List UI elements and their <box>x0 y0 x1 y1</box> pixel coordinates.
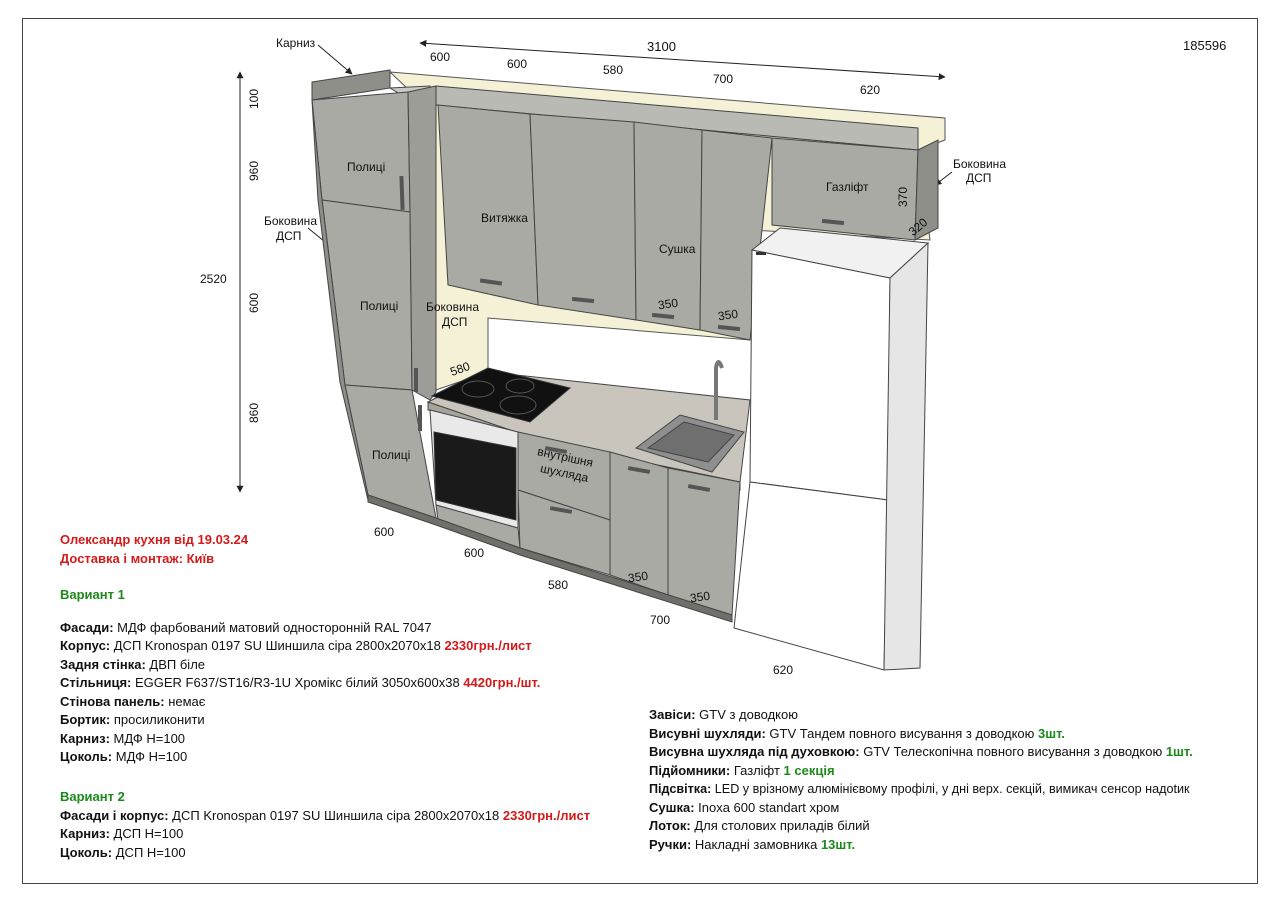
mid-side-panel <box>407 85 437 401</box>
cooktop <box>430 367 572 423</box>
fridge-upper-door <box>749 249 891 501</box>
vert-dim-860: 860 <box>247 402 262 424</box>
hood-door <box>437 104 539 306</box>
right-side-panel <box>914 139 939 241</box>
plinth <box>367 494 733 623</box>
spec-row: Карниз: МДФ H=100 <box>60 730 186 746</box>
variant-1-block: Вариант 1 Фасади: МДФ фарбований матовий… <box>60 586 540 767</box>
variant-2-title: Вариант 2 <box>60 789 125 804</box>
delivery-info: Доставка і монтаж: Київ <box>60 550 215 566</box>
dim-350-upper-2: 350 <box>717 306 739 324</box>
order-title: Олександр кухня від 19.03.24 <box>60 532 249 547</box>
total-height-label: 2520 <box>200 272 227 286</box>
spec-row: Підйомники: Газліфт 1 секція <box>649 762 835 778</box>
bottom-dim-2: 600 <box>464 546 485 560</box>
fridge-side <box>883 241 929 671</box>
spec-row: Ручки: Накладні замовника 13шт. <box>649 836 856 852</box>
total-width-dimension-line <box>419 39 946 81</box>
variant-1-title: Вариант 1 <box>60 587 125 602</box>
right-panel-label-2: ДСП <box>966 171 992 185</box>
dim-370: 370 <box>896 186 911 208</box>
spec-row: Фасади: МДФ фарбований матовий односторо… <box>60 619 432 635</box>
fridge-lower-door <box>733 481 889 671</box>
hardware-block: Завіси: GTV з доводкою Висувні шухляди: … <box>649 706 1193 854</box>
side-panel-label-2: ДСП <box>276 229 302 243</box>
dim-350-lower-2: 350 <box>689 588 711 606</box>
dim-350-upper-1: 350 <box>657 295 679 313</box>
dim-350-lower-1: 350 <box>627 568 649 586</box>
spec-row: Стінова панель: немає <box>60 693 206 709</box>
sheet-number: 185596 <box>1183 38 1227 53</box>
bottom-dim-3: 580 <box>548 578 569 592</box>
top-dim-3: 580 <box>603 63 624 77</box>
hood-label: Витяжка <box>481 211 528 225</box>
spec-row: Бортик: просиликонити <box>60 712 205 727</box>
bottom-dim-4: 700 <box>650 613 671 627</box>
upper-left-door <box>311 91 411 213</box>
bottom-dim-1: 600 <box>374 525 395 539</box>
spec-row: Задня стінка: ДВП біле <box>60 656 206 672</box>
upper-door-2 <box>529 113 637 321</box>
middle-left-door <box>321 199 413 391</box>
variant-2-block: Вариант 2 Фасади і корпус: ДСП Kronospan… <box>60 788 590 862</box>
mid-panel-label-2: ДСП <box>442 315 468 329</box>
top-dim-5: 620 <box>860 83 881 97</box>
spec-row: Підсвітка: LED у врізному алюмінієвому п… <box>649 782 1190 796</box>
spec-row: Карниз: ДСП H=100 <box>60 826 184 841</box>
top-dim-1: 600 <box>430 50 451 64</box>
shelves-label-2: Полиці <box>360 299 399 313</box>
header-block: Олександр кухня від 19.03.24 Доставка і … <box>60 531 248 568</box>
spec-row: Завіси: GTV з доводкою <box>649 707 798 722</box>
spec-row: Висувні шухляди: GTV Тандем повного вису… <box>649 725 1065 741</box>
top-dim-4: 700 <box>713 72 734 86</box>
top-dim-2: 600 <box>507 57 528 71</box>
spec-row: Цоколь: МДФ H=100 <box>60 749 188 764</box>
bottom-dim-5: 620 <box>773 663 794 677</box>
drawing-frame <box>22 18 1258 884</box>
spec-row: Лоток: Для столових приладів білий <box>649 818 870 833</box>
shelves-label-1: Полиці <box>347 160 386 174</box>
cornice-label: Карниз <box>276 36 316 50</box>
vert-dim-960: 960 <box>247 160 262 182</box>
right-panel-label-1: Боковина <box>953 157 1006 171</box>
spec-row: Стільниця: EGGER F637/ST16/R3-1U Хромікс… <box>60 675 541 690</box>
faucet <box>714 360 724 420</box>
spec-row: Сушка: Inoxa 600 standart хром <box>649 799 840 815</box>
shelves-label-3: Полиці <box>372 448 411 462</box>
gaslift-label: Газліфт <box>826 180 869 194</box>
vert-dim-600: 600 <box>247 292 262 314</box>
cornice-leader <box>317 44 353 75</box>
total-width-label: 3100 <box>647 39 676 54</box>
spec-row: Фасади і корпус: ДСП Kronospan 0197 SU Ш… <box>60 807 591 823</box>
spec-row: Висувна шухляда під духовкою: GTV Телеск… <box>649 744 1193 759</box>
vert-dim-100: 100 <box>247 88 262 110</box>
spec-row: Цоколь: ДСП H=100 <box>60 844 186 860</box>
dryer-label: Сушка <box>659 242 696 256</box>
spec-row: Корпус: ДСП Kronospan 0197 SU Шиншила сі… <box>60 638 532 653</box>
side-panel-label-1: Боковина <box>264 214 317 228</box>
mid-panel-label-1: Боковина <box>426 300 479 314</box>
